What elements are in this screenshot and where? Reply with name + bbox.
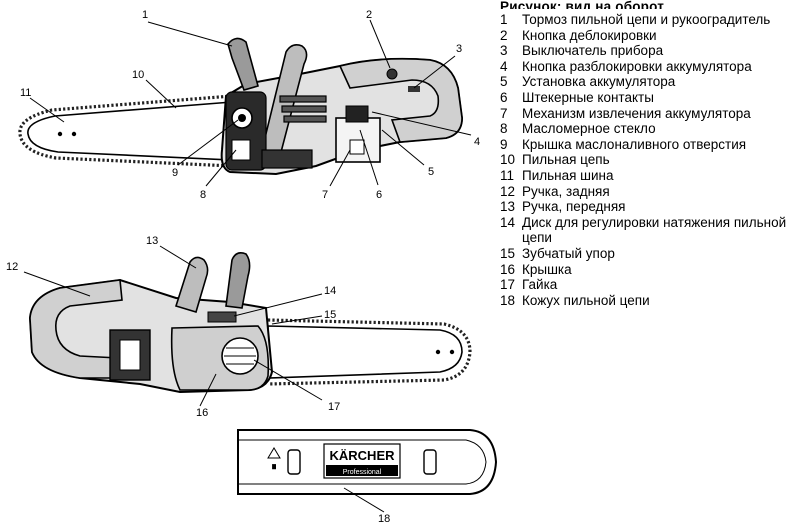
callout-16: 16: [196, 407, 208, 419]
legend-item-text: Ручка, задняя: [522, 183, 610, 199]
legend-item-number: 4: [500, 58, 508, 74]
chain-brake-top: [227, 37, 259, 91]
legend-item-number: 1: [500, 12, 508, 27]
legend-item-text: Пильная цепь: [522, 152, 610, 168]
legend-item-number: 13: [500, 199, 516, 215]
callout-9: 9: [172, 167, 178, 179]
legend-item-number: 2: [500, 27, 508, 43]
legend-item-text: Выключатель прибора: [522, 43, 664, 59]
legend-item-text: Тормоз пильной цепи и рукооградитель: [522, 12, 771, 27]
legend-item-text: Кнопка деблокировки: [522, 27, 657, 43]
legend-item: 1 Тормоз пильной цепи и рукооградитель: [500, 12, 790, 28]
legend: Рисунок: вид на оборот 1 Тормоз пильной ц…: [500, 0, 790, 308]
legend-item-number: 6: [500, 89, 508, 105]
legend-item: 4 Кнопка разблокировки аккумулятора: [500, 59, 790, 75]
legend-item-text: Пильная шина: [522, 167, 614, 183]
legend-item-text: Масломерное стекло: [522, 121, 656, 137]
legend-item-number: 12: [500, 183, 516, 199]
callout-1: 1: [142, 9, 148, 21]
legend-item-number: 11: [500, 167, 515, 183]
legend-item: 7 Механизм извлечения аккумулятора: [500, 106, 790, 122]
chain-guard: ▇ KÄRCHER Professional: [237, 429, 498, 495]
legend-item-number: 5: [500, 74, 508, 90]
legend-item: 13 Ручка, передняя: [500, 199, 790, 215]
legend-item: 17 Гайка: [500, 277, 790, 293]
legend-item: 18 Кожух пильной цепи: [500, 293, 790, 309]
callout-15: 15: [324, 309, 336, 321]
legend-item-number: 15: [500, 245, 516, 261]
legend-item-number: 8: [500, 121, 508, 137]
callout-18: 18: [378, 513, 390, 525]
guide-bar-bottom: [267, 325, 463, 379]
legend-item: 3 Выключатель прибора: [500, 43, 790, 59]
legend-item: 11 Пильная шина: [500, 168, 790, 184]
bottom-chainsaw: [28, 252, 472, 394]
guide-bar-top: [27, 101, 233, 161]
legend-item: 16 Крышка: [500, 262, 790, 278]
legend-item-text: Ручка, передняя: [522, 199, 626, 215]
callout-13: 13: [146, 235, 158, 247]
saw-chain-bottom: [267, 318, 472, 386]
callout-12: 12: [6, 261, 18, 273]
legend-item-text: Крышка маслоналивного отверстия: [522, 136, 747, 152]
front-handle-bottom: [174, 256, 209, 313]
svg-text:▇: ▇: [271, 464, 276, 470]
legend-item: 15 Зубчатый упор: [500, 246, 790, 262]
legend-item-number: 9: [500, 136, 508, 152]
legend-item-text: Диск для регулировки натяжения пильной ц…: [522, 214, 787, 246]
legend-item-number: 18: [500, 292, 516, 308]
legend-item-text: Штекерные контакты: [522, 89, 654, 105]
legend-item-number: 14: [500, 214, 516, 230]
callout-5: 5: [428, 166, 434, 178]
legend-item-text: Зубчатый упор: [522, 245, 615, 261]
legend-item-text: Кожух пильной цепи: [522, 292, 650, 308]
legend-item: 5 Установка аккумулятора: [500, 74, 790, 90]
guard-sub: Professional: [343, 469, 382, 476]
callout-17: 17: [328, 401, 340, 413]
callout-2: 2: [366, 9, 372, 21]
leader-lines-bottom: [23, 245, 323, 407]
legend-item: 2 Кнопка деблокировки: [500, 28, 790, 44]
callout-4: 4: [474, 136, 480, 148]
legend-item-number: 16: [500, 261, 516, 277]
legend-item: 14 Диск для регулировки натяжения пильной…: [500, 215, 790, 246]
callout-6: 6: [376, 189, 382, 201]
top-chainsaw: [18, 37, 464, 176]
legend-item: 10 Пильная цепь: [500, 152, 790, 168]
legend-heading: Рисунок: вид на оборот: [500, 0, 665, 9]
legend-item-number: 3: [500, 43, 508, 59]
legend-item-number: 17: [500, 277, 516, 293]
legend-item-text: Крышка: [522, 261, 572, 277]
leader-lines-top: [29, 19, 472, 187]
legend-item-text: Механизм извлечения аккумулятора: [522, 105, 751, 121]
legend-item: 9 Крышка маслоналивного отверстия: [500, 137, 790, 153]
legend-item: 12 Ручка, задняя: [500, 184, 790, 200]
callout-11: 11: [20, 87, 31, 99]
legend-item-text: Кнопка разблокировки аккумулятора: [522, 58, 752, 74]
legend-item-number: 10: [500, 152, 516, 168]
legend-item-number: 7: [500, 105, 508, 121]
guard-brand: KÄRCHER: [330, 448, 396, 463]
callout-3: 3: [456, 43, 462, 55]
callout-7: 7: [322, 189, 328, 201]
callout-8: 8: [200, 189, 206, 201]
legend-item: 8 Масломерное стекло: [500, 121, 790, 137]
callout-10: 10: [132, 69, 144, 81]
legend-item-text: Установка аккумулятора: [522, 74, 676, 90]
legend-item: 6 Штекерные контакты: [500, 90, 790, 106]
callout-14: 14: [324, 285, 336, 297]
legend-item-text: Гайка: [522, 277, 558, 293]
